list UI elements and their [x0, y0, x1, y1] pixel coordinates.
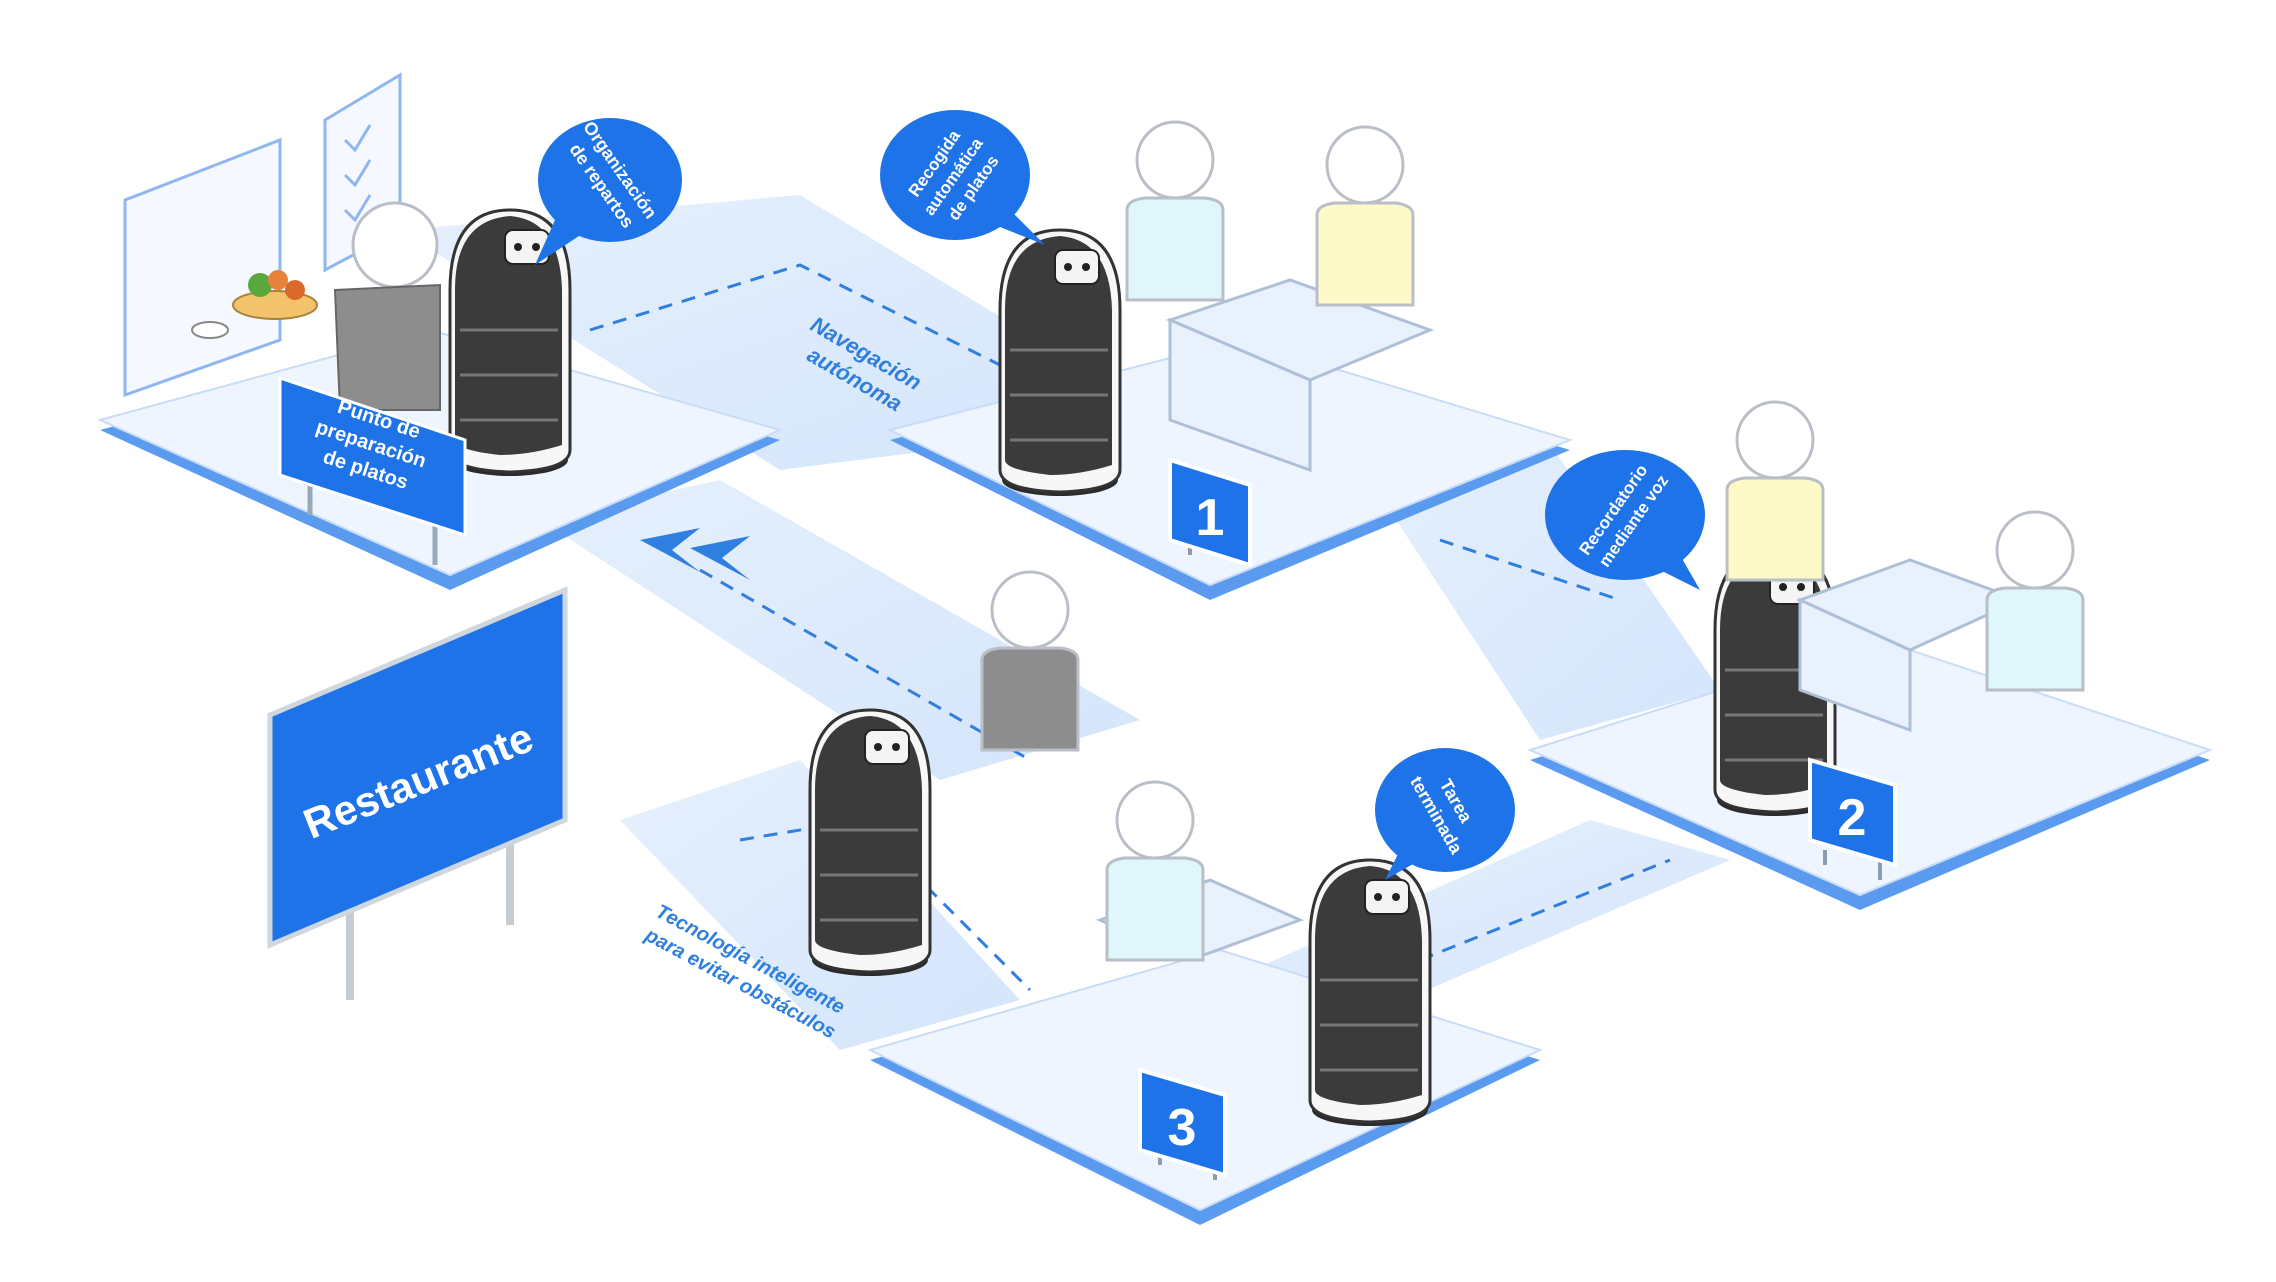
svg-text:1: 1 — [1196, 489, 1225, 547]
person-icon — [1725, 400, 1825, 582]
bubble-delivery-org: Organización de repartos — [535, 117, 682, 265]
sign-restaurant: Restaurante — [267, 586, 568, 1000]
robot-icon — [808, 708, 932, 978]
person-icon — [333, 201, 441, 411]
robot-icon — [998, 228, 1122, 498]
food-tray-icon — [191, 270, 318, 339]
person-icon — [1105, 780, 1205, 962]
person-icon — [980, 570, 1080, 752]
sign-table-1: 1 — [1168, 457, 1252, 568]
svg-text:2: 2 — [1838, 789, 1867, 847]
bubble-task-done: Tarea terminada — [1375, 748, 1515, 880]
person-icon — [1125, 120, 1225, 302]
bubble-auto-pickup: Recogida automática de platos — [880, 110, 1045, 245]
sign-prep-point: Punto de preparación de platos — [278, 375, 467, 565]
bubble-voice-reminder: Recordatorio mediante voz — [1545, 450, 1705, 590]
robot-icon — [1308, 858, 1432, 1128]
direction-arrow-icon — [640, 528, 750, 580]
sign-table-2: 2 — [1808, 757, 1897, 880]
sign-table-3: 3 — [1138, 1067, 1227, 1180]
person-icon — [1315, 125, 1415, 307]
svg-text:3: 3 — [1168, 1099, 1197, 1157]
person-icon — [1985, 510, 2085, 692]
